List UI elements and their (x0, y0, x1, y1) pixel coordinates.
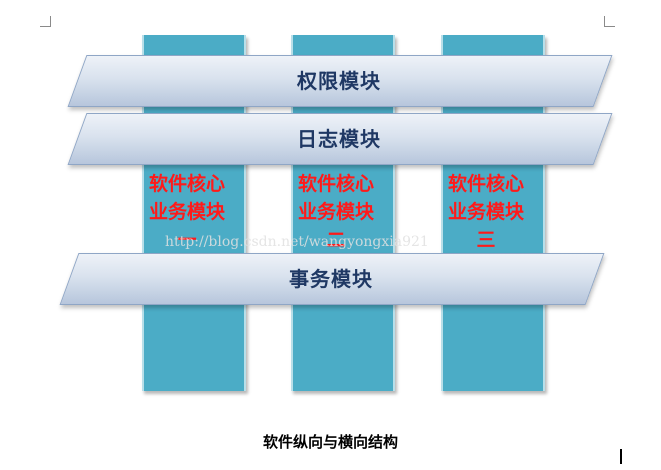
log-module-label: 日志模块 (297, 127, 381, 151)
core-module-label-3: 软件核心 业务模块 三 (447, 173, 524, 251)
page-corner-mark-top-left (40, 16, 51, 27)
page-corner-mark-top-right (604, 16, 615, 27)
figure-caption: 软件纵向与横向结构 (262, 433, 398, 451)
watermark-text: http://blog.csdn.net/wangyongxia921 (165, 234, 429, 250)
core-module-label-1: 软件核心 业务模块 一 (148, 173, 225, 251)
core-module-label-2: 软件核心 业务模块 二 (297, 173, 374, 251)
text-cursor[interactable] (620, 449, 622, 464)
permission-module-label: 权限模块 (297, 69, 381, 93)
transaction-module-label: 事务模块 (289, 267, 373, 291)
